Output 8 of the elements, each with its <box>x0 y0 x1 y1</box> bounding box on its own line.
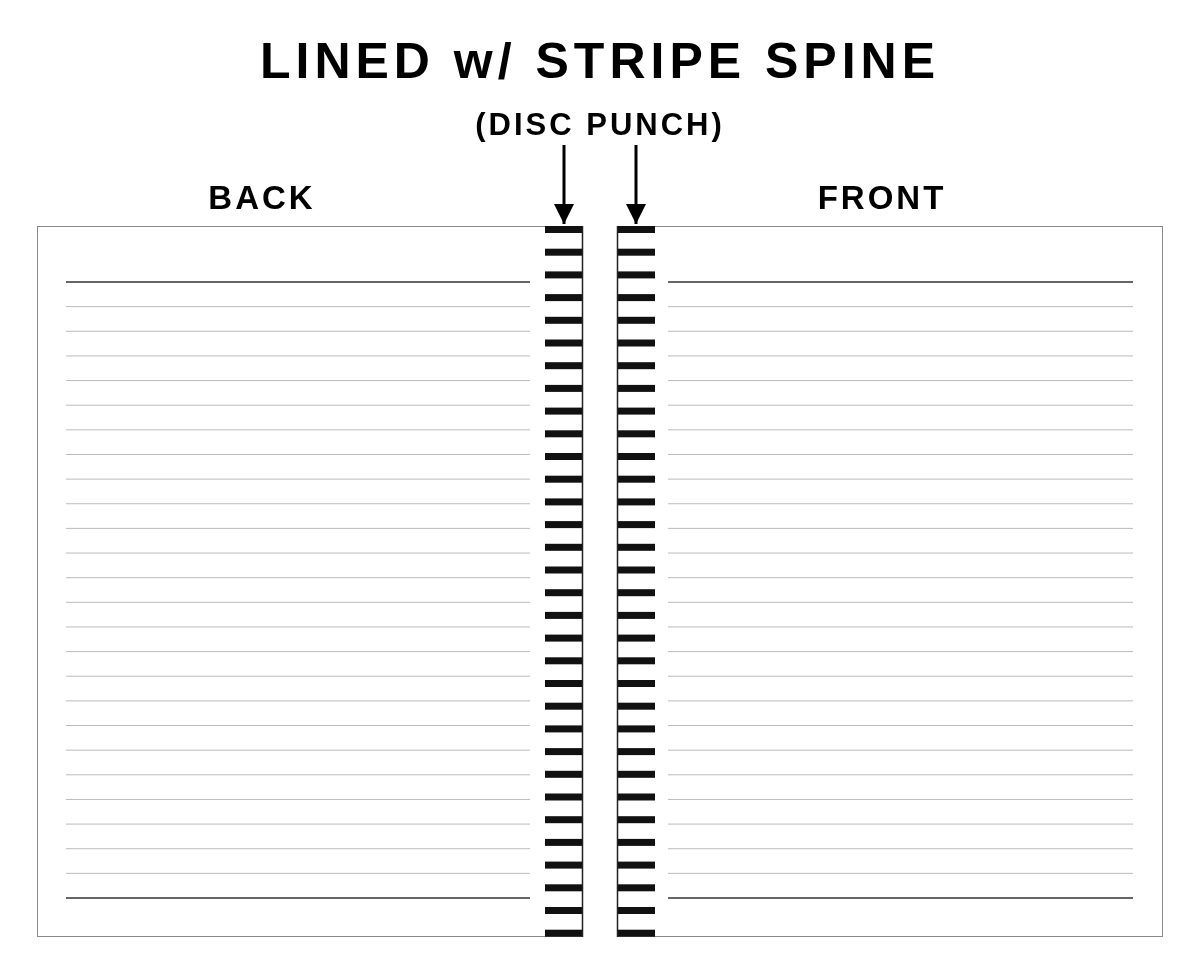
stripe-spine-drawing <box>617 226 655 937</box>
title: LINED w/ STRIPE SPINE <box>259 32 941 90</box>
arrow <box>626 145 646 224</box>
callout-label: (DISC PUNCH) <box>475 107 725 143</box>
page-heading: BACK <box>208 179 316 217</box>
stripe-spine-drawing <box>545 226 583 937</box>
arrow <box>554 145 574 224</box>
page-heading: FRONT <box>817 179 947 217</box>
